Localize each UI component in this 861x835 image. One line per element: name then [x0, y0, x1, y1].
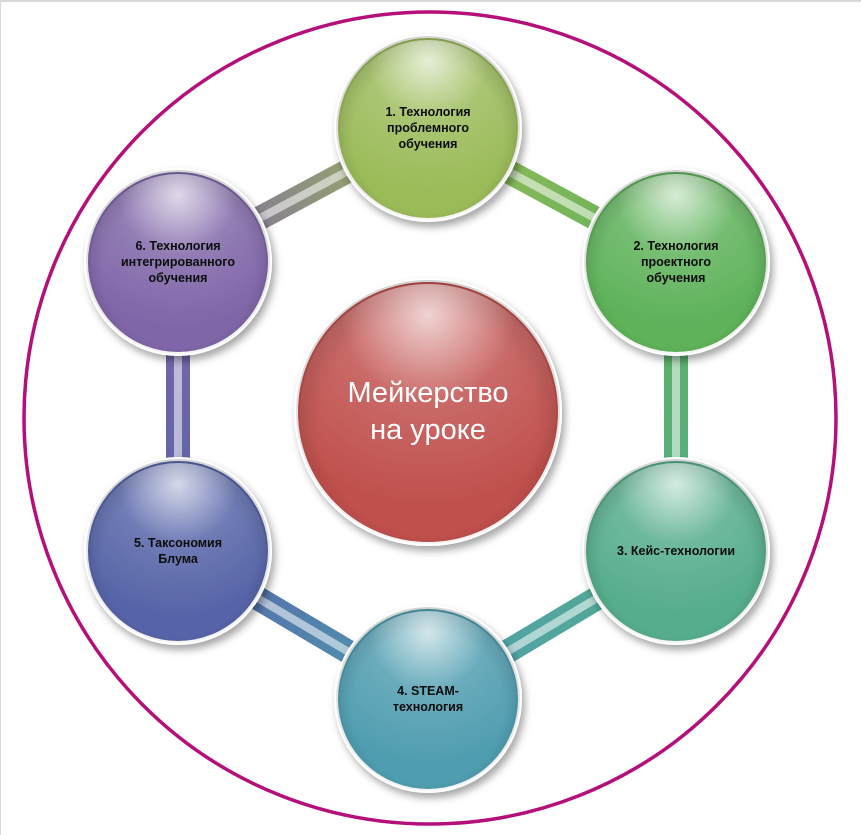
frame-border-top: [0, 0, 861, 2]
node-circle-integrated-learning: [84, 168, 272, 356]
node-circle-problem-learning: [334, 34, 522, 222]
center-circle: [294, 278, 562, 546]
frame-border-left: [0, 0, 1, 835]
node-circle-case-technologies: [582, 457, 770, 645]
node-circle-steam-technology: [334, 605, 522, 793]
outer-border-circle: [22, 10, 838, 826]
node-circle-bloom-taxonomy: [84, 457, 272, 645]
node-circle-project-learning: [582, 168, 770, 356]
